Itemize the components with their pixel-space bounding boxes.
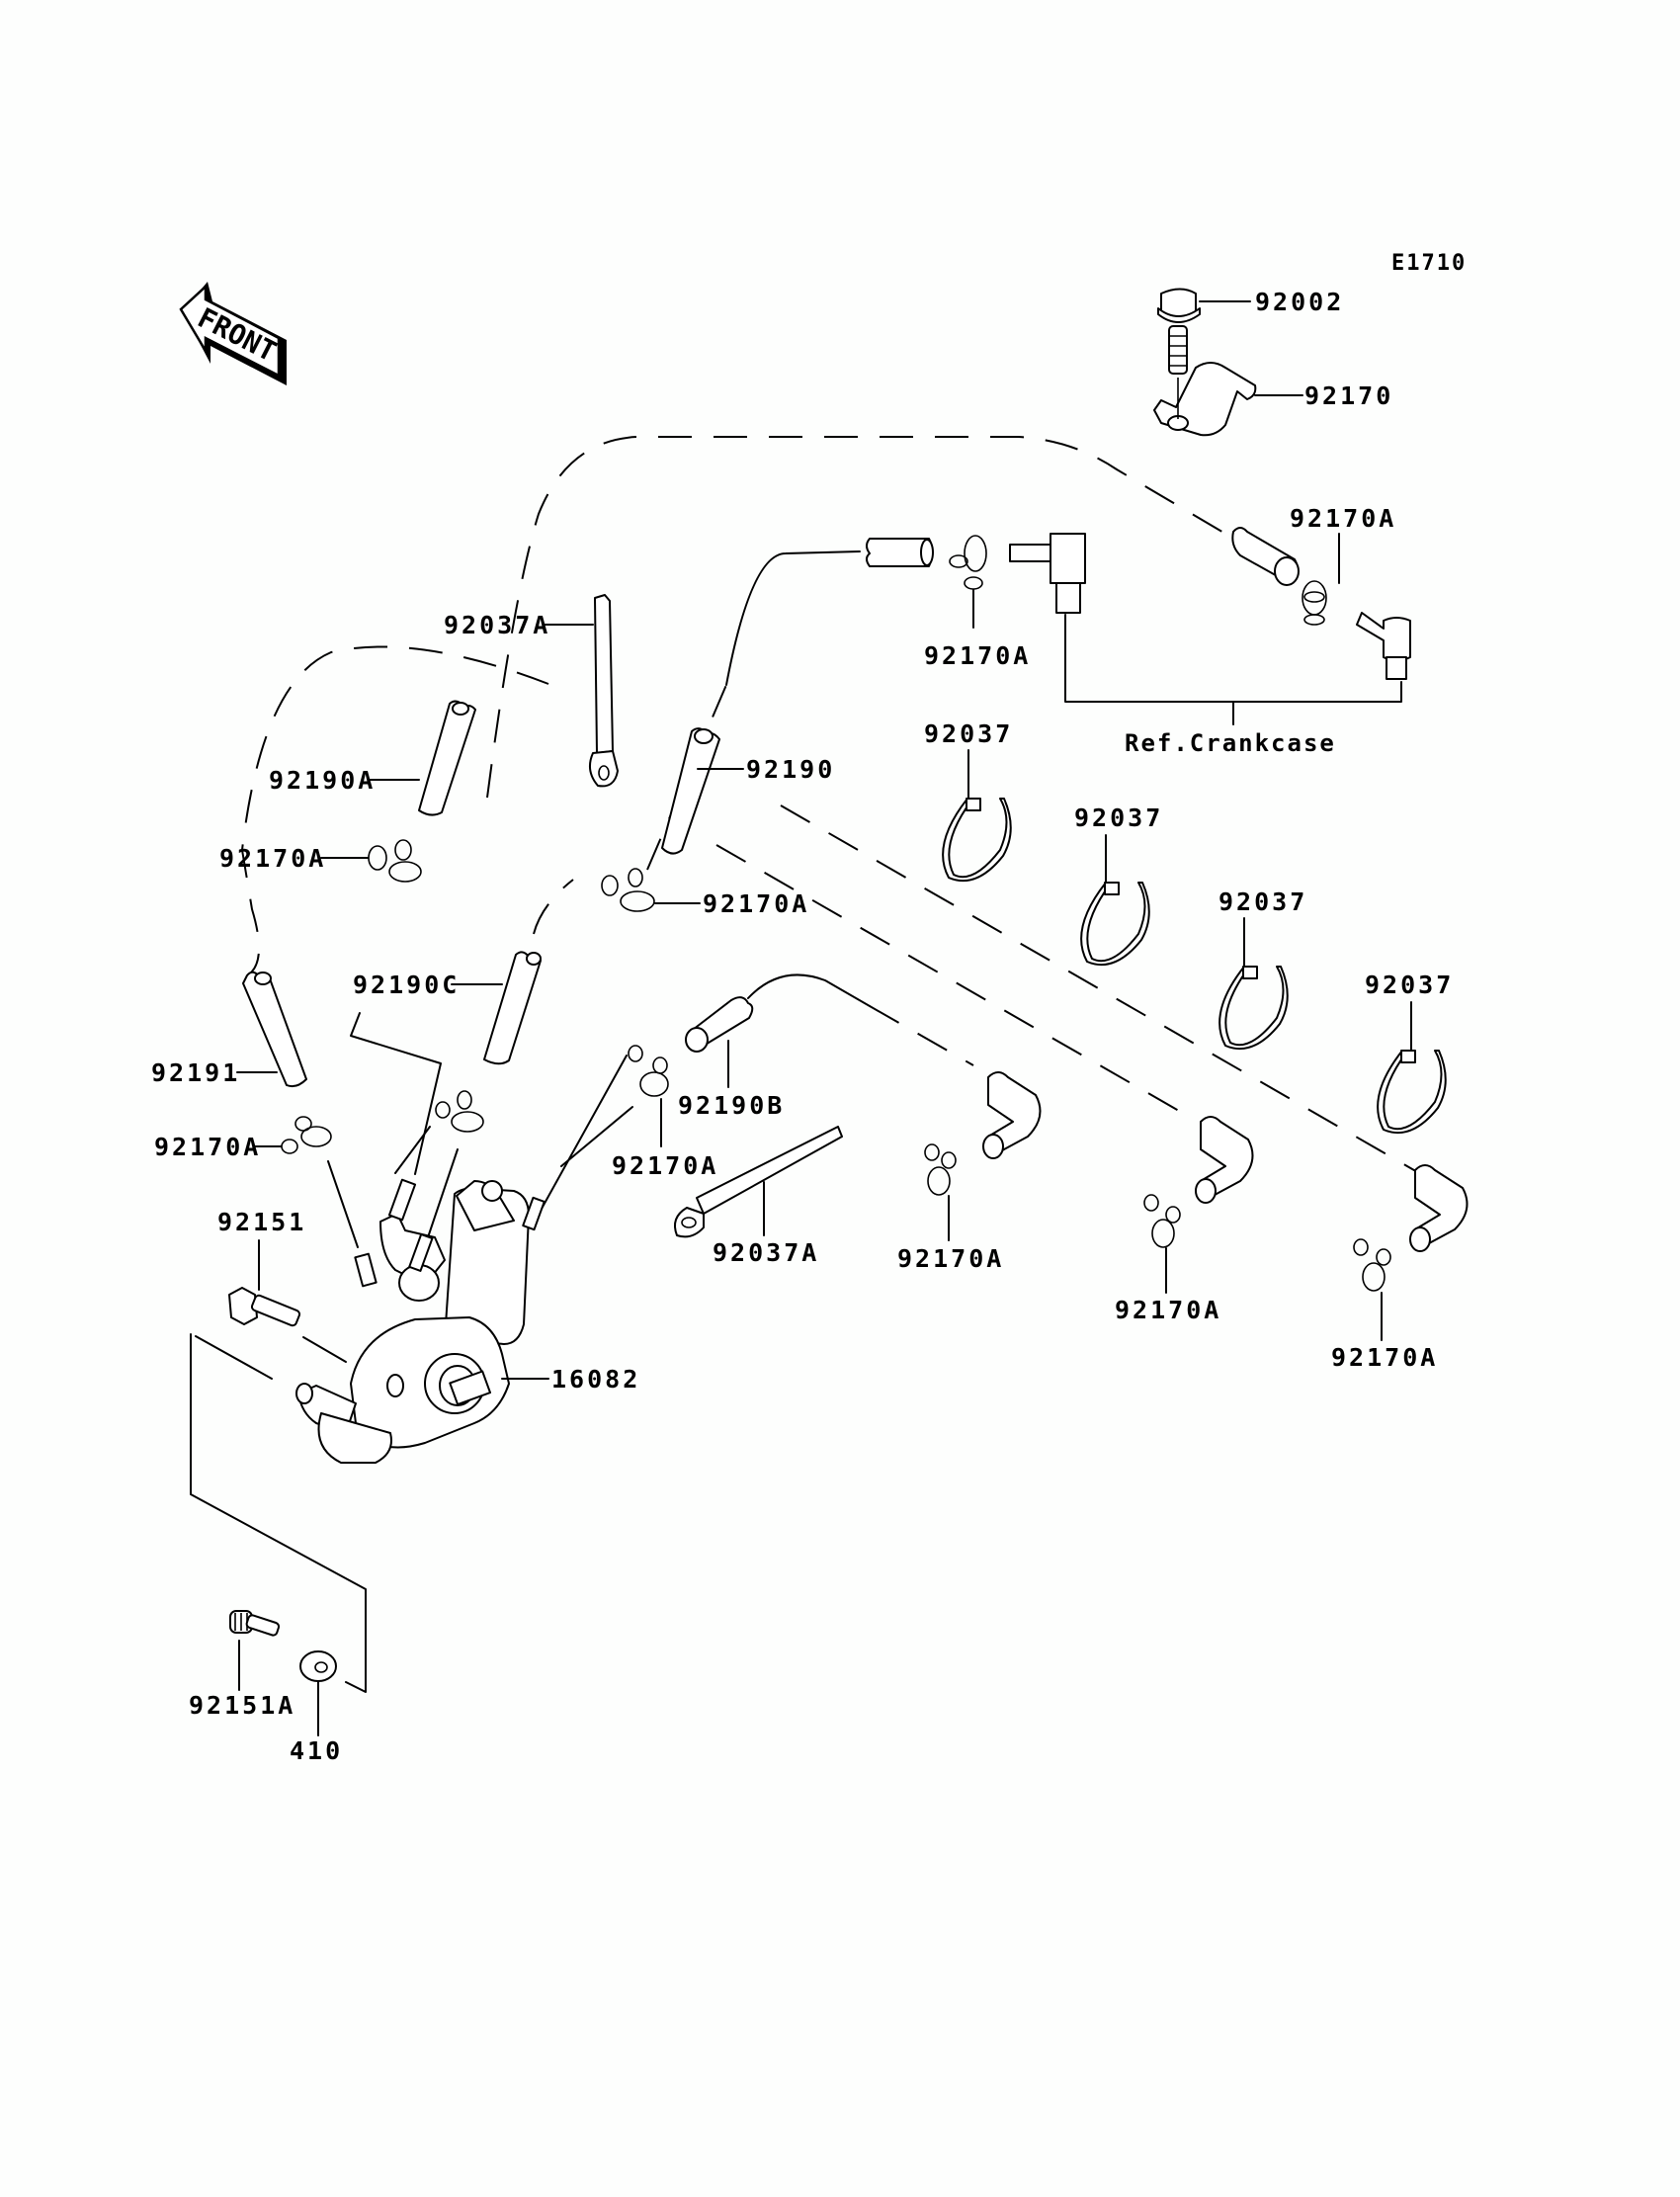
oil-pump-16082[interactable] — [295, 1178, 546, 1464]
routing-line-left — [240, 645, 549, 974]
cable-tie-2[interactable] — [1080, 882, 1150, 967]
callout-92190: 92190 — [746, 755, 835, 784]
front-arrow-icon: FRONT — [179, 282, 287, 385]
callout-92002: 92002 — [1255, 288, 1344, 316]
callout-92170a-hose-2: 92170A — [1115, 1296, 1221, 1324]
callout-410: 410 — [290, 1736, 343, 1765]
cable-tie-3[interactable] — [1218, 966, 1289, 1051]
hose-elbow-3[interactable] — [1409, 1164, 1469, 1252]
callout-92170: 92170 — [1304, 381, 1393, 410]
hose-clip-pump — [435, 1090, 484, 1133]
cable-tie-4[interactable] — [1377, 1050, 1447, 1135]
hose-clip-left-lower[interactable] — [281, 1116, 332, 1154]
elbow-fitting-right — [1356, 612, 1411, 680]
callout-92170a-left-upper: 92170A — [219, 844, 326, 873]
callout-92190a: 92190A — [269, 766, 376, 795]
hose-upper-middle[interactable] — [866, 538, 934, 567]
callout-92037-3: 92037 — [1218, 887, 1307, 916]
clamp-92170[interactable] — [1153, 362, 1257, 437]
hose-clip-upper-middle[interactable] — [949, 535, 987, 590]
callout-92170a-top-mid: 92170A — [924, 641, 1031, 670]
hose-92190b[interactable] — [685, 996, 754, 1053]
hose-92191[interactable] — [242, 971, 307, 1088]
cable-tie-1[interactable] — [942, 798, 1012, 883]
callout-92190b: 92190B — [678, 1091, 785, 1120]
band-92037a-upper[interactable] — [588, 594, 619, 788]
callout-92037a-lower: 92037A — [713, 1238, 819, 1267]
hose-top-right[interactable] — [1231, 527, 1300, 586]
callout-92191: 92191 — [151, 1058, 240, 1087]
routing-line-top — [486, 436, 1226, 799]
band-92037a-lower[interactable] — [674, 1126, 843, 1238]
ref-crankcase-bracket — [1064, 614, 1402, 703]
washer-410[interactable] — [299, 1650, 337, 1682]
hose-clip-hose-1[interactable] — [924, 1143, 957, 1196]
screw-92151a[interactable] — [229, 1610, 281, 1637]
callout-92037a-upper: 92037A — [444, 611, 550, 639]
routing-line-mid — [725, 550, 861, 686]
callout-92170a-hose-3: 92170A — [1331, 1343, 1438, 1372]
bolt-92151[interactable] — [228, 1287, 301, 1327]
hose-clip-mid-upper[interactable] — [601, 868, 655, 912]
hose-elbow-2[interactable] — [1195, 1116, 1254, 1204]
callout-92037-2: 92037 — [1074, 803, 1163, 832]
ref-crankcase-note: Ref.Crankcase — [1125, 729, 1336, 757]
callout-92037-1: 92037 — [924, 719, 1013, 748]
callout-92170a-center: 92170A — [612, 1151, 718, 1180]
callout-92170a-hose-1: 92170A — [897, 1244, 1004, 1273]
bolt-92002[interactable] — [1157, 288, 1201, 375]
hose-clip-hose-3[interactable] — [1353, 1238, 1391, 1292]
hose-92190c[interactable] — [483, 951, 542, 1065]
hose-clip-center[interactable] — [628, 1045, 669, 1097]
routing-line-long-upper — [780, 804, 1434, 1182]
callout-92151a: 92151A — [189, 1691, 295, 1720]
hose-92190a[interactable] — [418, 700, 476, 816]
hose-clip-hose-2[interactable] — [1143, 1194, 1181, 1248]
assembly-bracket — [190, 1333, 367, 1693]
callout-92170a-top-right: 92170A — [1290, 504, 1396, 533]
callout-92151: 92151 — [217, 1208, 306, 1236]
hose-clip-left-upper[interactable] — [368, 839, 422, 883]
hose-elbow-1[interactable] — [982, 1071, 1042, 1159]
elbow-fitting-left — [1009, 533, 1086, 614]
callout-16082: 16082 — [551, 1365, 640, 1394]
diagram-code: E1710 — [1391, 251, 1467, 276]
hose-clip-top-right[interactable] — [1302, 580, 1327, 626]
callout-92170a-mid-upper: 92170A — [703, 889, 809, 918]
callout-92170a-left-lower: 92170A — [154, 1133, 261, 1161]
callout-92037-4: 92037 — [1365, 971, 1454, 999]
callout-92190c: 92190C — [353, 971, 460, 999]
hose-92190[interactable] — [661, 727, 720, 855]
routing-line-long-lower — [715, 844, 1187, 1116]
